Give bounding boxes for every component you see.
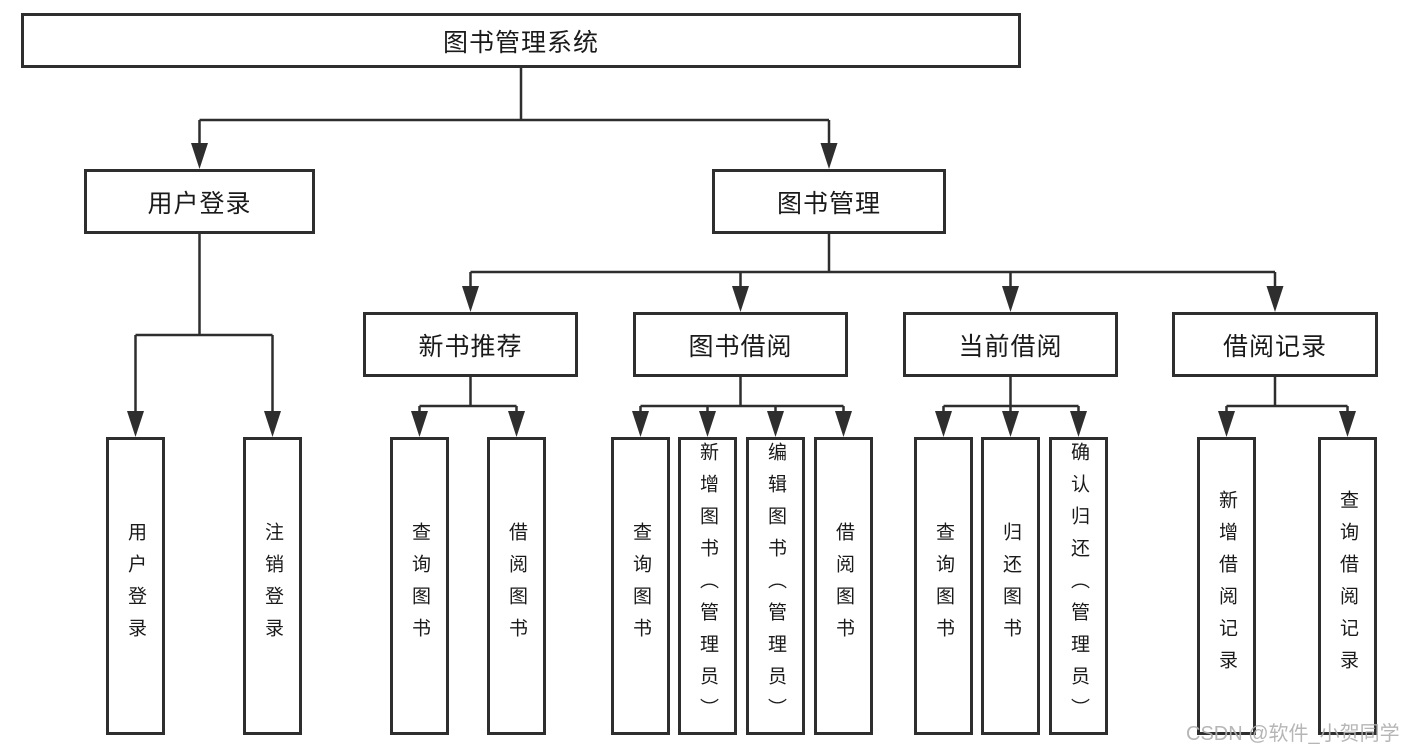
arrow-icon [835,411,852,437]
arrow-icon [508,411,525,437]
arrow-icon [462,286,479,312]
leaf-borrowing-edit-books: 编辑图书（管理员） [746,437,805,735]
leaf-logout: 注销登录 [243,437,302,735]
connector-user-login [134,234,274,417]
leaf-current-return-books: 归还图书 [981,437,1040,735]
connector-borrowing-records [1225,377,1349,417]
leaf-current-confirm-return: 确认归还（管理员） [1049,437,1108,735]
arrow-icon [1266,286,1284,312]
node-book-management: 图书管理 [712,169,946,234]
node-book-borrowing: 图书借阅 [633,312,848,377]
leaf-borrowing-query-books: 查询图书 [611,437,670,735]
arrow-icon [411,411,428,437]
node-borrowing-records-label: 借阅记录 [1222,332,1327,361]
arrow-icon [699,411,716,437]
node-root-label: 图书管理系统 [442,28,599,57]
connector-book-management [469,234,1277,292]
leaf-current-query-books-label: 查询图书 [933,522,954,650]
leaf-current-return-books-label: 归还图书 [1000,522,1021,650]
leaf-borrowing-add-books-label: 新增图书（管理员） [697,442,718,730]
leaf-records-add-record-label: 新增借阅记录 [1216,490,1237,682]
leaf-records-query-record: 查询借阅记录 [1318,437,1377,735]
leaf-user-login-label: 用户登录 [125,522,146,650]
leaf-newbook-borrow-books: 借阅图书 [487,437,546,735]
node-book-management-label: 图书管理 [776,189,881,218]
arrow-icon [767,411,784,437]
leaf-newbook-borrow-books-label: 借阅图书 [506,522,527,650]
node-new-book-recommend: 新书推荐 [363,312,578,377]
leaf-borrowing-query-books-label: 查询图书 [630,522,651,650]
leaf-borrowing-edit-books-label: 编辑图书（管理员） [765,442,786,730]
connector-book-borrowing [639,377,845,417]
leaf-borrowing-borrow-books: 借阅图书 [814,437,873,735]
arrow-icon [935,411,952,437]
leaf-current-confirm-return-label: 确认归还（管理员） [1068,442,1089,730]
arrow-icon [1070,411,1087,437]
arrow-icon [127,411,144,437]
arrow-icon [264,411,281,437]
csdn-watermark: CSDN @软件_小贺同学 [1186,723,1400,745]
node-book-borrowing-label: 图书借阅 [688,332,793,361]
leaf-newbook-query-books: 查询图书 [390,437,449,735]
node-borrowing-records: 借阅记录 [1172,312,1378,377]
leaf-user-login: 用户登录 [106,437,165,735]
node-root: 图书管理系统 [21,13,1021,68]
leaf-current-query-books: 查询图书 [914,437,973,735]
arrow-icon [632,411,649,437]
leaf-records-query-record-label: 查询借阅记录 [1337,490,1358,682]
arrow-icon [1002,411,1019,437]
arrow-icon [1002,286,1019,312]
arrowheads [127,143,1356,437]
leaf-records-add-record: 新增借阅记录 [1197,437,1256,735]
connector-root [198,68,831,149]
arrow-icon [191,143,208,169]
leaf-borrowing-add-books: 新增图书（管理员） [678,437,737,735]
node-user-login: 用户登录 [84,169,315,234]
arrow-icon [1339,411,1356,437]
arrow-icon [820,143,838,169]
connector-new-book-rec [418,377,518,417]
node-current-borrowing: 当前借阅 [903,312,1118,377]
leaf-logout-label: 注销登录 [262,522,283,650]
node-new-book-recommend-label: 新书推荐 [418,332,523,361]
node-user-login-label: 用户登录 [147,189,252,218]
node-current-borrowing-label: 当前借阅 [958,332,1063,361]
leaf-borrowing-borrow-books-label: 借阅图书 [833,522,854,650]
leaf-newbook-query-books-label: 查询图书 [409,522,430,650]
arrow-icon [1218,411,1235,437]
arrow-icon [732,286,749,312]
